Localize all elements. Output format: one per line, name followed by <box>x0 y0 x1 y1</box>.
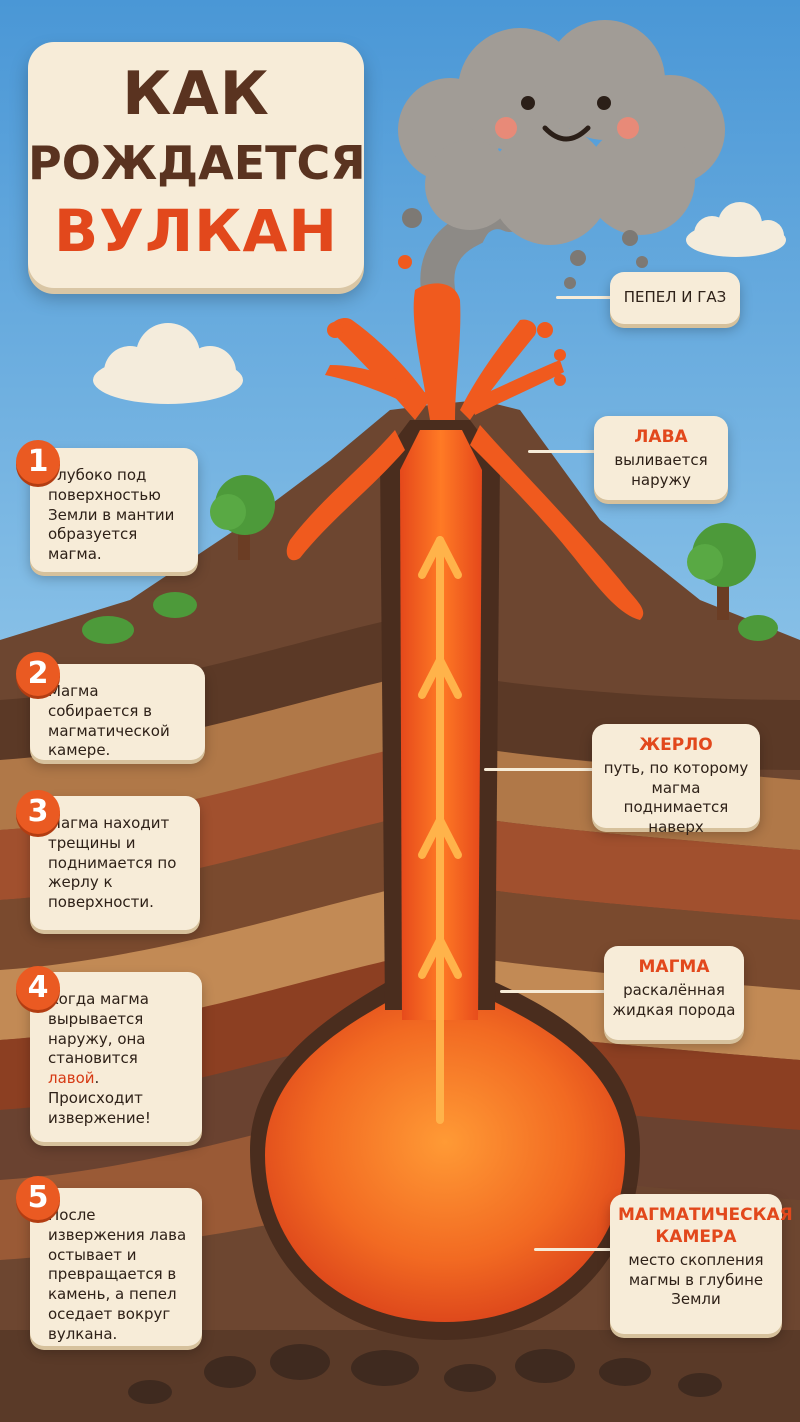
label-vent-text: путь, по которому магма поднимается наве… <box>603 759 749 836</box>
label-vent: ЖЕРЛО путь, по которому магма поднимаетс… <box>592 724 760 836</box>
lava-pointer-line <box>528 450 598 453</box>
title-line-3: ВУЛКАН <box>54 197 338 265</box>
step-3-text: Магма находит трещины и поднимается по ж… <box>48 814 177 912</box>
step-badge-3: 3 <box>16 790 60 834</box>
step-badge-2-number: 2 <box>27 656 49 691</box>
label-vent-heading: ЖЕРЛО <box>639 735 713 755</box>
magma-pointer-line <box>500 990 608 993</box>
tree-left <box>210 475 275 560</box>
cloud-right <box>686 202 786 257</box>
step-card-4: Когда магма вырывается наружу, она стано… <box>30 972 202 1142</box>
vent-pointer-line <box>484 768 596 771</box>
label-lava-heading: ЛАВА <box>634 427 688 447</box>
label-magma-chamber: МАГМАТИЧЕСКАЯ КАМЕРА место скопления маг… <box>610 1194 793 1334</box>
step-badge-5: 5 <box>16 1176 60 1220</box>
step-4-text-pre: Когда магма вырывается наружу, она стано… <box>48 990 149 1068</box>
title-line-2: РОЖДАЕТСЯ <box>28 136 366 190</box>
step-5-text: После извержения лава остывает и превращ… <box>48 1206 187 1343</box>
label-ash-gas: ПЕПЕЛ И ГАЗ <box>610 272 740 324</box>
label-ash-gas-text: ПЕПЕЛ И ГАЗ <box>623 288 727 306</box>
lava-eruption <box>286 255 644 620</box>
label-lava-text: выливается наружу <box>614 451 708 489</box>
step-badge-4-number: 4 <box>27 970 49 1005</box>
step-badge-5-number: 5 <box>27 1180 49 1215</box>
step-card-5: После извержения лава остывает и превращ… <box>30 1188 202 1346</box>
label-magma-chamber-heading: МАГМАТИЧЕСКАЯ КАМЕРА <box>618 1205 793 1248</box>
step-badge-2: 2 <box>16 652 60 696</box>
label-magma-text: раскалённая жидкая порода <box>612 981 736 1019</box>
title-line-1: КАК <box>122 59 270 129</box>
step-badge-3-number: 3 <box>27 794 49 829</box>
label-magma: МАГМА раскалённая жидкая порода <box>604 946 744 1040</box>
step-badge-1: 1 <box>16 440 60 484</box>
ash-cloud-face <box>398 20 725 317</box>
magma-chamber <box>250 960 640 1340</box>
step-badge-4: 4 <box>16 966 60 1010</box>
step-badge-1-number: 1 <box>27 444 49 479</box>
volcano-vent <box>380 420 500 1124</box>
chamber-pointer-line <box>534 1248 614 1251</box>
label-magma-chamber-text: место скопления магмы в глубине Земли <box>628 1251 764 1309</box>
step-4-text-post: . Происходит извержение! <box>48 1069 151 1127</box>
tree-right <box>687 523 756 620</box>
label-magma-heading: МАГМА <box>638 957 710 977</box>
cloud-left <box>93 323 243 404</box>
label-lava: ЛАВА выливается наружу <box>594 416 728 500</box>
step-1-text: Глубоко под поверхностью Земли в мантии … <box>48 466 175 564</box>
ash-pointer-line <box>556 296 612 299</box>
step-2-text: Магма собирается в магматической камере. <box>48 682 170 760</box>
title-card: КАК РОЖДАЕТСЯ ВУЛКАН <box>28 42 366 288</box>
bushes <box>82 592 778 644</box>
step-4-highlight-lava: лавой <box>48 1069 95 1088</box>
